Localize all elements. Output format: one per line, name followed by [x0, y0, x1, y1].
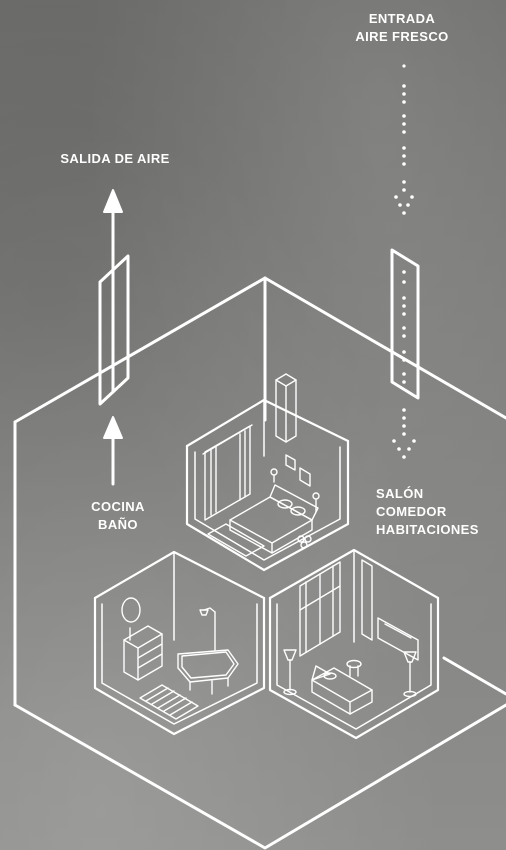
bedroom-interior [202, 373, 320, 557]
bathroom-interior [121, 597, 239, 720]
outlet-duct [98, 189, 130, 486]
bathroom-room [93, 550, 266, 736]
fresh-air-inlet-line-2: AIRE FRESCO [355, 29, 449, 44]
kitchen-bathroom-label: COCINA BAÑO [68, 498, 168, 534]
fresh-air-inlet-line-1: ENTRADA [368, 11, 436, 26]
dining-room-label: COMEDOR [376, 504, 447, 519]
living-room-interior [283, 559, 419, 715]
air-outlet-label: SALIDA DE AIRE [40, 150, 190, 168]
bathroom-label: BAÑO [98, 517, 138, 532]
bedroom-room [185, 398, 350, 572]
house-outline [13, 276, 506, 850]
bedrooms-label: HABITACIONES [376, 522, 479, 537]
living-room-label: SALÓN [376, 486, 424, 501]
inlet-duct [390, 248, 420, 400]
air-outlet-text: SALIDA DE AIRE [60, 151, 170, 166]
fresh-air-inlet-label: ENTRADA AIRE FRESCO [332, 10, 472, 46]
living-room [268, 548, 440, 740]
living-rooms-label: SALÓN COMEDOR HABITACIONES [376, 485, 501, 539]
kitchen-label: COCINA [91, 499, 145, 514]
fresh-air-dots [392, 64, 416, 459]
